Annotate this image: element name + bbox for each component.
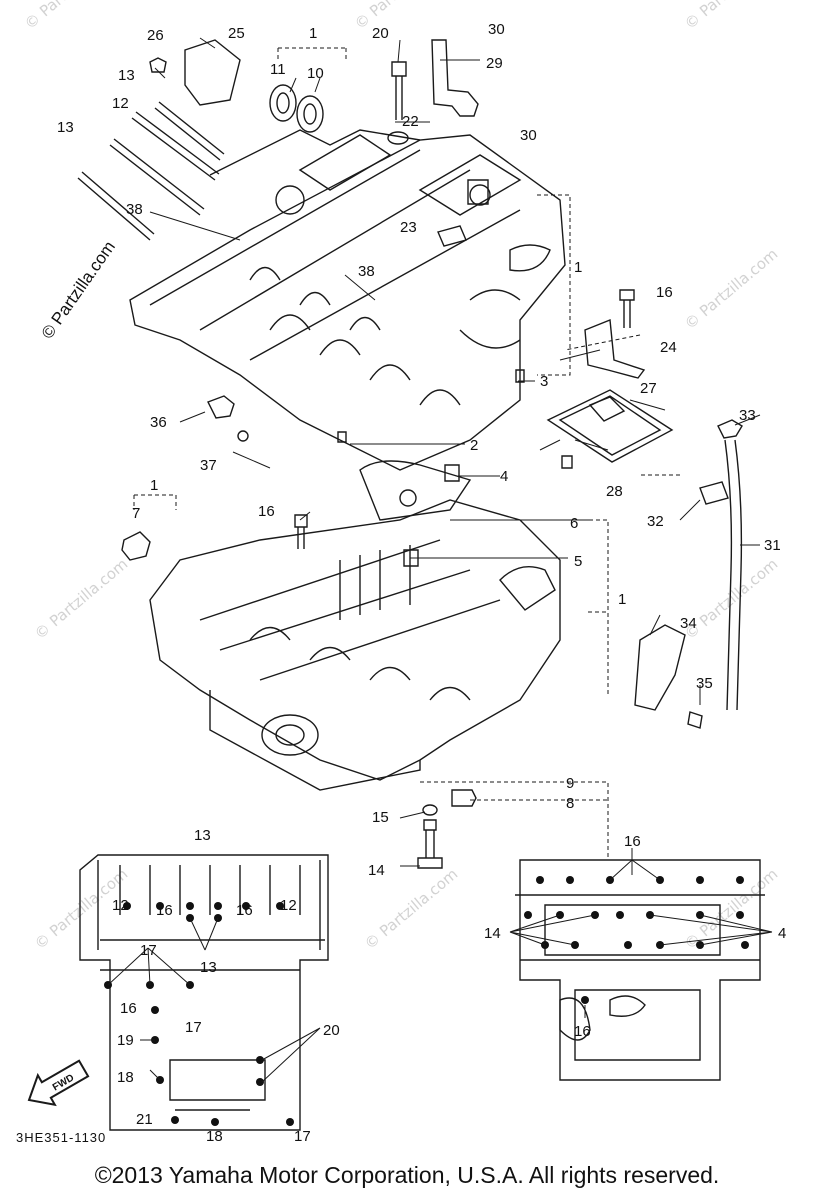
callout: 12 — [112, 897, 129, 914]
callout: 30 — [520, 127, 537, 144]
callout: 18 — [206, 1128, 223, 1145]
upper-crankcase — [129, 129, 566, 471]
leader-lines — [133, 37, 761, 867]
callout: 23 — [400, 219, 417, 236]
callout: 16 — [656, 284, 673, 301]
callout: 4 — [500, 468, 508, 485]
callout: 2 — [470, 437, 478, 454]
callout: 16 — [120, 1000, 137, 1017]
callout: 35 — [696, 675, 713, 692]
callout: 8 — [566, 795, 574, 812]
callout: 24 — [660, 339, 677, 356]
callout: 5 — [574, 553, 582, 570]
callout: 12 — [112, 95, 129, 112]
callout: 14 — [484, 925, 501, 942]
callout: 13 — [57, 119, 74, 136]
callout: 17 — [294, 1128, 311, 1145]
parts-diagram: © Partzilla.com © Partzilla.com © Partzi… — [16, 0, 786, 1145]
callout: 16 — [574, 1023, 591, 1040]
callout: 37 — [200, 457, 217, 474]
callout: 36 — [150, 414, 167, 431]
watermark-side: © Partzilla.com — [38, 238, 119, 343]
callout: 20 — [372, 25, 389, 42]
callout: 9 — [566, 775, 574, 792]
callout: 30 — [488, 21, 505, 38]
callout: 38 — [126, 201, 143, 218]
callout: 10 — [307, 65, 324, 82]
callout: 13 — [118, 67, 135, 84]
callout: 25 — [228, 25, 245, 42]
callout: 17 — [140, 942, 157, 959]
callout: 33 — [739, 407, 756, 424]
callout: 12 — [280, 897, 297, 914]
watermark: © Partzilla.com — [681, 245, 781, 333]
callout: 1 — [574, 259, 582, 276]
callout: 31 — [764, 537, 781, 554]
callout: 27 — [640, 380, 657, 397]
watermark: © Partzilla.com — [351, 0, 451, 33]
callout: 26 — [147, 27, 164, 44]
crankcase-studs — [77, 101, 225, 241]
tightening-diagram-left — [79, 854, 329, 1131]
callout: 4 — [778, 925, 786, 942]
callout: 18 — [117, 1069, 134, 1086]
fwd-arrow: FWD — [27, 1059, 90, 1107]
watermark: © Partzilla.com — [681, 0, 781, 33]
callout: 1 — [309, 25, 317, 42]
callout: 1 — [618, 591, 626, 608]
watermark: © Partzilla.com — [21, 0, 121, 33]
callout: 6 — [570, 515, 578, 532]
callout: 29 — [486, 55, 503, 72]
callout: 34 — [680, 615, 697, 632]
callout: 32 — [647, 513, 664, 530]
callout: 1 — [150, 477, 158, 494]
diagram-code: 3HE351-1130 — [16, 1130, 106, 1145]
callout: 11 — [270, 61, 286, 78]
callout: 28 — [606, 483, 623, 500]
callout: 15 — [372, 809, 389, 826]
watermark: © Partzilla.com — [31, 555, 131, 643]
callout: 16 — [258, 503, 275, 520]
callout: 22 — [402, 113, 419, 130]
callout: 16 — [236, 902, 253, 919]
callout: 3 — [540, 373, 548, 390]
callout: 17 — [185, 1019, 202, 1036]
callout: 16 — [624, 833, 641, 850]
copyright-footer: ©2013 Yamaha Motor Corporation, U.S.A. A… — [94, 1162, 720, 1188]
callout-labels: 26 25 1 11 10 20 30 29 13 12 13 22 30 38… — [57, 21, 786, 1145]
watermark-layer: © Partzilla.com © Partzilla.com © Partzi… — [21, 0, 781, 953]
callout: 20 — [323, 1022, 340, 1039]
callout: 21 — [136, 1111, 153, 1128]
callout: 38 — [358, 263, 375, 280]
callout: 13 — [200, 959, 217, 976]
lower-small-parts — [121, 289, 743, 869]
callout: 13 — [194, 827, 211, 844]
callout: 7 — [132, 505, 140, 522]
lower-crankcase — [149, 460, 561, 791]
upper-small-parts — [149, 39, 489, 247]
callout: 19 — [117, 1032, 134, 1049]
callout: 16 — [156, 902, 173, 919]
callout: 14 — [368, 862, 385, 879]
tightening-diagram-right — [509, 848, 773, 1081]
